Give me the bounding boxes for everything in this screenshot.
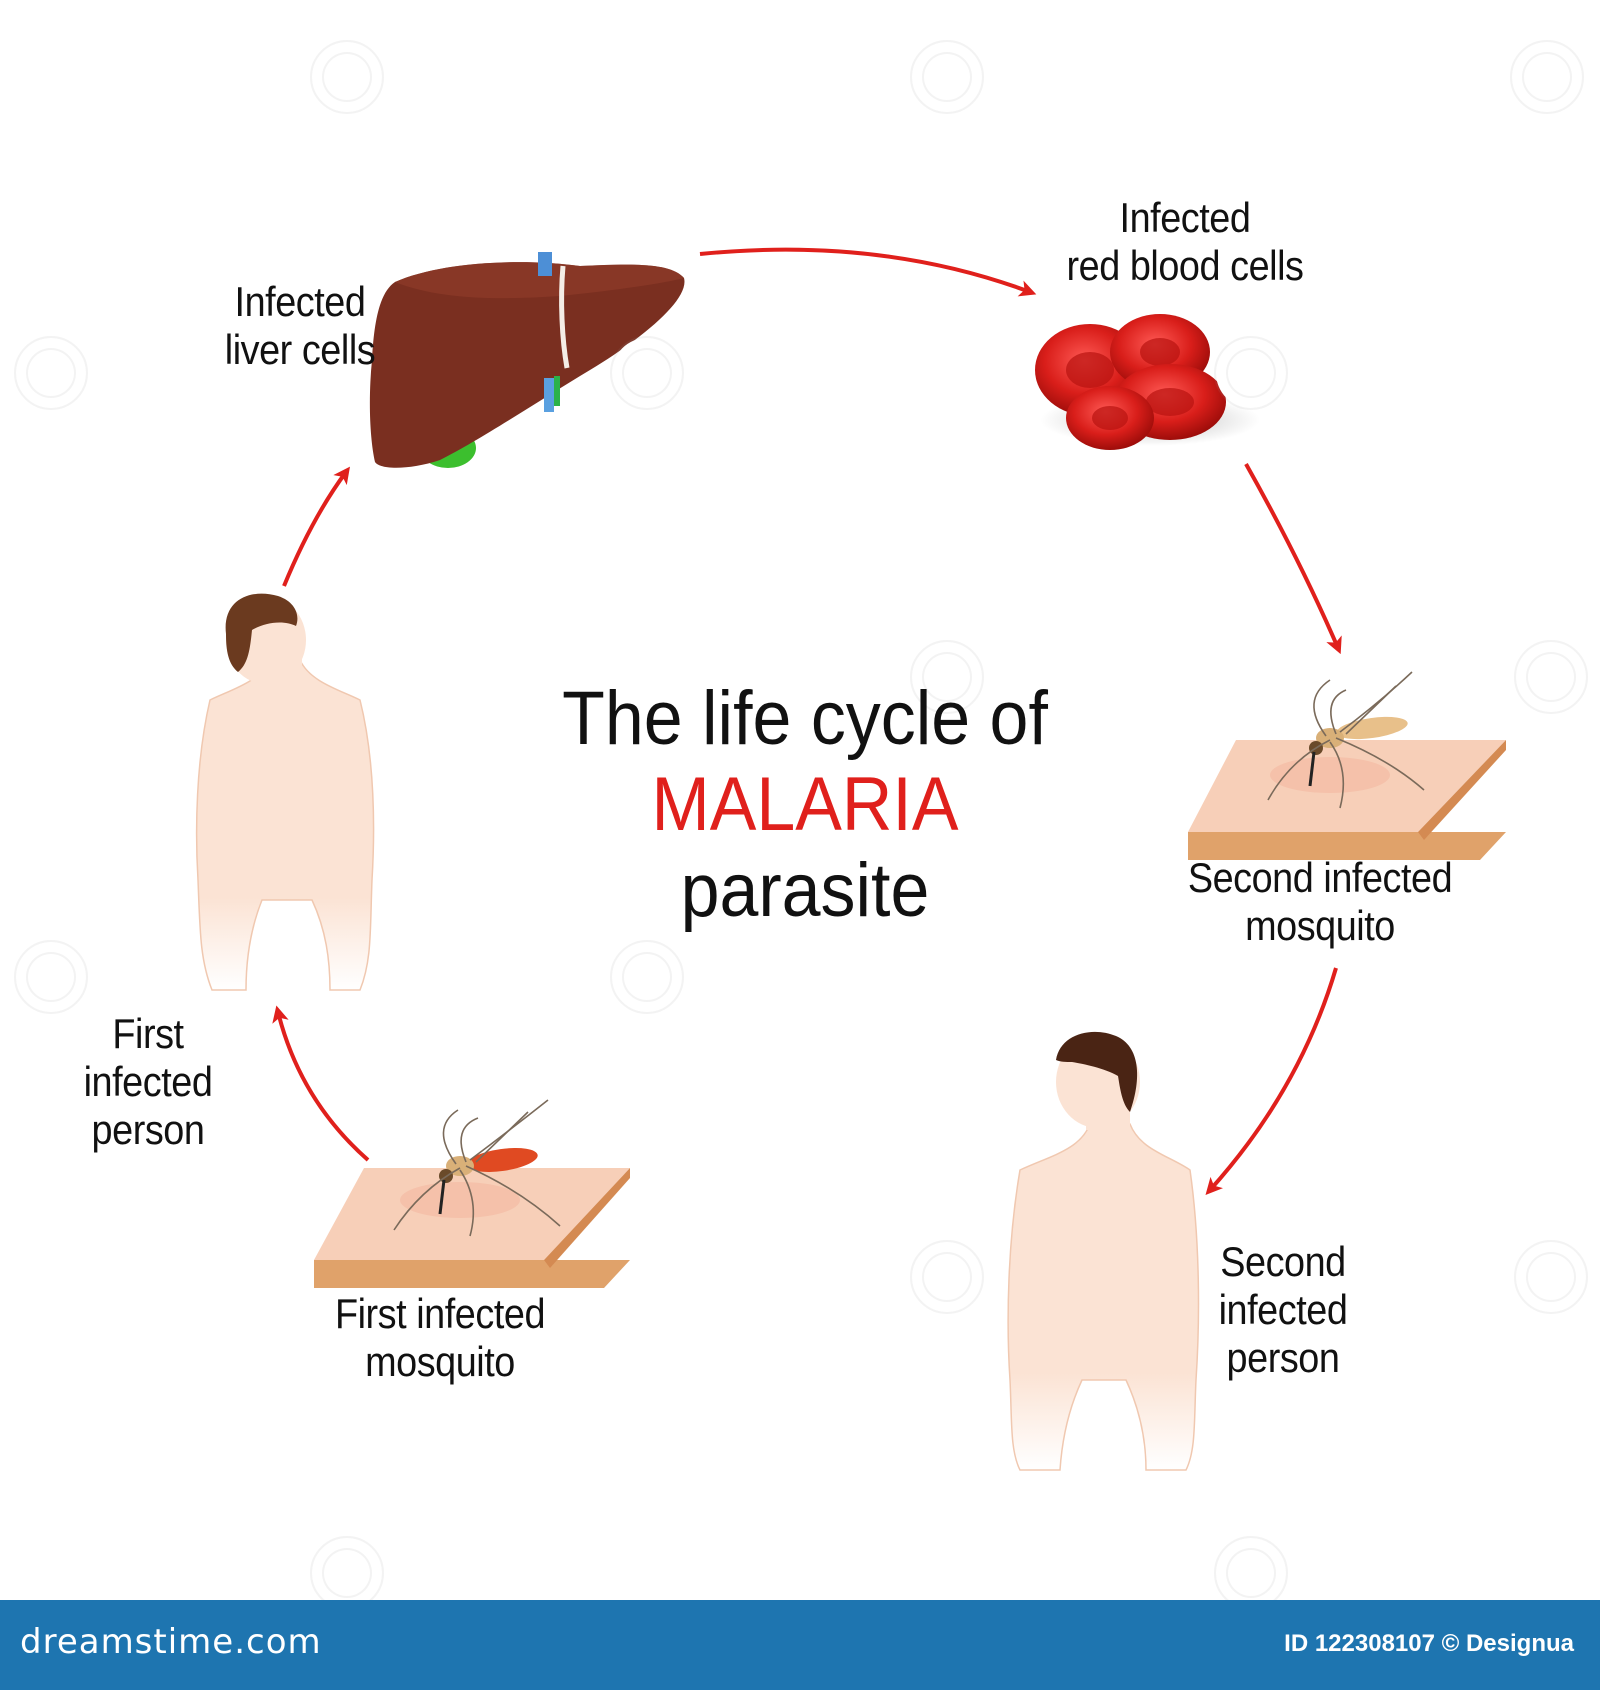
label-line: infected <box>1218 1286 1348 1333</box>
red-blood-cells-icon <box>1035 314 1260 450</box>
watermark-icon <box>910 640 984 714</box>
watermark-icon <box>610 336 684 410</box>
label-line: liver cells <box>224 326 376 373</box>
title-line-2: MALARIA <box>651 762 959 847</box>
label-second-infected-person: Second infected person <box>1208 1238 1357 1382</box>
watermark-icon <box>310 40 384 114</box>
arrow-rbc-to-mosquito <box>1244 463 1342 655</box>
watermark-icon <box>910 1240 984 1314</box>
label-line: Second <box>1220 1238 1346 1285</box>
label-infected-liver-cells: Infected liver cells <box>210 278 390 374</box>
watermark-icon <box>610 940 684 1014</box>
diagram-title: The life cycle of MALARIA parasite <box>500 676 1110 934</box>
label-line: infected <box>83 1058 213 1105</box>
title-line-3: parasite <box>680 848 930 933</box>
watermark-icon <box>14 940 88 1014</box>
human-figure-icon <box>195 593 375 991</box>
mosquito-icon <box>314 1099 630 1288</box>
watermark-icon <box>310 1536 384 1610</box>
watermark-icon <box>1510 40 1584 114</box>
label-second-infected-mosquito: Second infected mosquito <box>1176 854 1464 950</box>
label-first-infected-person: First infected person <box>76 1010 220 1154</box>
watermark-icon <box>1514 1240 1588 1314</box>
watermark-icon <box>1214 336 1288 410</box>
watermark-icon <box>14 336 88 410</box>
label-infected-red-blood-cells: Infected red blood cells <box>1055 194 1316 290</box>
label-first-infected-mosquito: First infected mosquito <box>314 1290 566 1386</box>
watermark-icon <box>910 40 984 114</box>
watermark-icon <box>1214 1536 1288 1610</box>
label-line: Infected <box>234 278 366 325</box>
mosquito-icon <box>1188 671 1506 860</box>
arrow-mosquito-to-person <box>1205 967 1338 1195</box>
arrow-person-to-liver <box>282 466 350 587</box>
footer-bar: dreamstime.com ID 122308107 © Designua <box>0 1600 1600 1690</box>
cycle-arrows <box>272 247 1342 1195</box>
arrow-liver-to-rbc <box>699 247 1037 297</box>
label-line: Second infected <box>1187 854 1453 901</box>
title-line-1: The life cycle of <box>562 676 1048 761</box>
brand-logo: dreamstime.com <box>20 1622 322 1662</box>
watermark-icon <box>1514 640 1588 714</box>
arrow-mosquito-to-first-person <box>272 1005 370 1162</box>
human-figure-icon <box>1007 1031 1200 1471</box>
label-line: First <box>112 1010 184 1057</box>
label-line: person <box>91 1106 205 1153</box>
image-credit: ID 122308107 © Designua <box>1284 1630 1574 1657</box>
label-line: mosquito <box>365 1338 515 1385</box>
label-line: mosquito <box>1245 902 1395 949</box>
liver-icon <box>369 252 685 468</box>
label-line: First infected <box>334 1290 546 1337</box>
label-line: Infected <box>1119 194 1251 241</box>
label-line: person <box>1226 1334 1340 1381</box>
label-line: red blood cells <box>1066 242 1304 289</box>
